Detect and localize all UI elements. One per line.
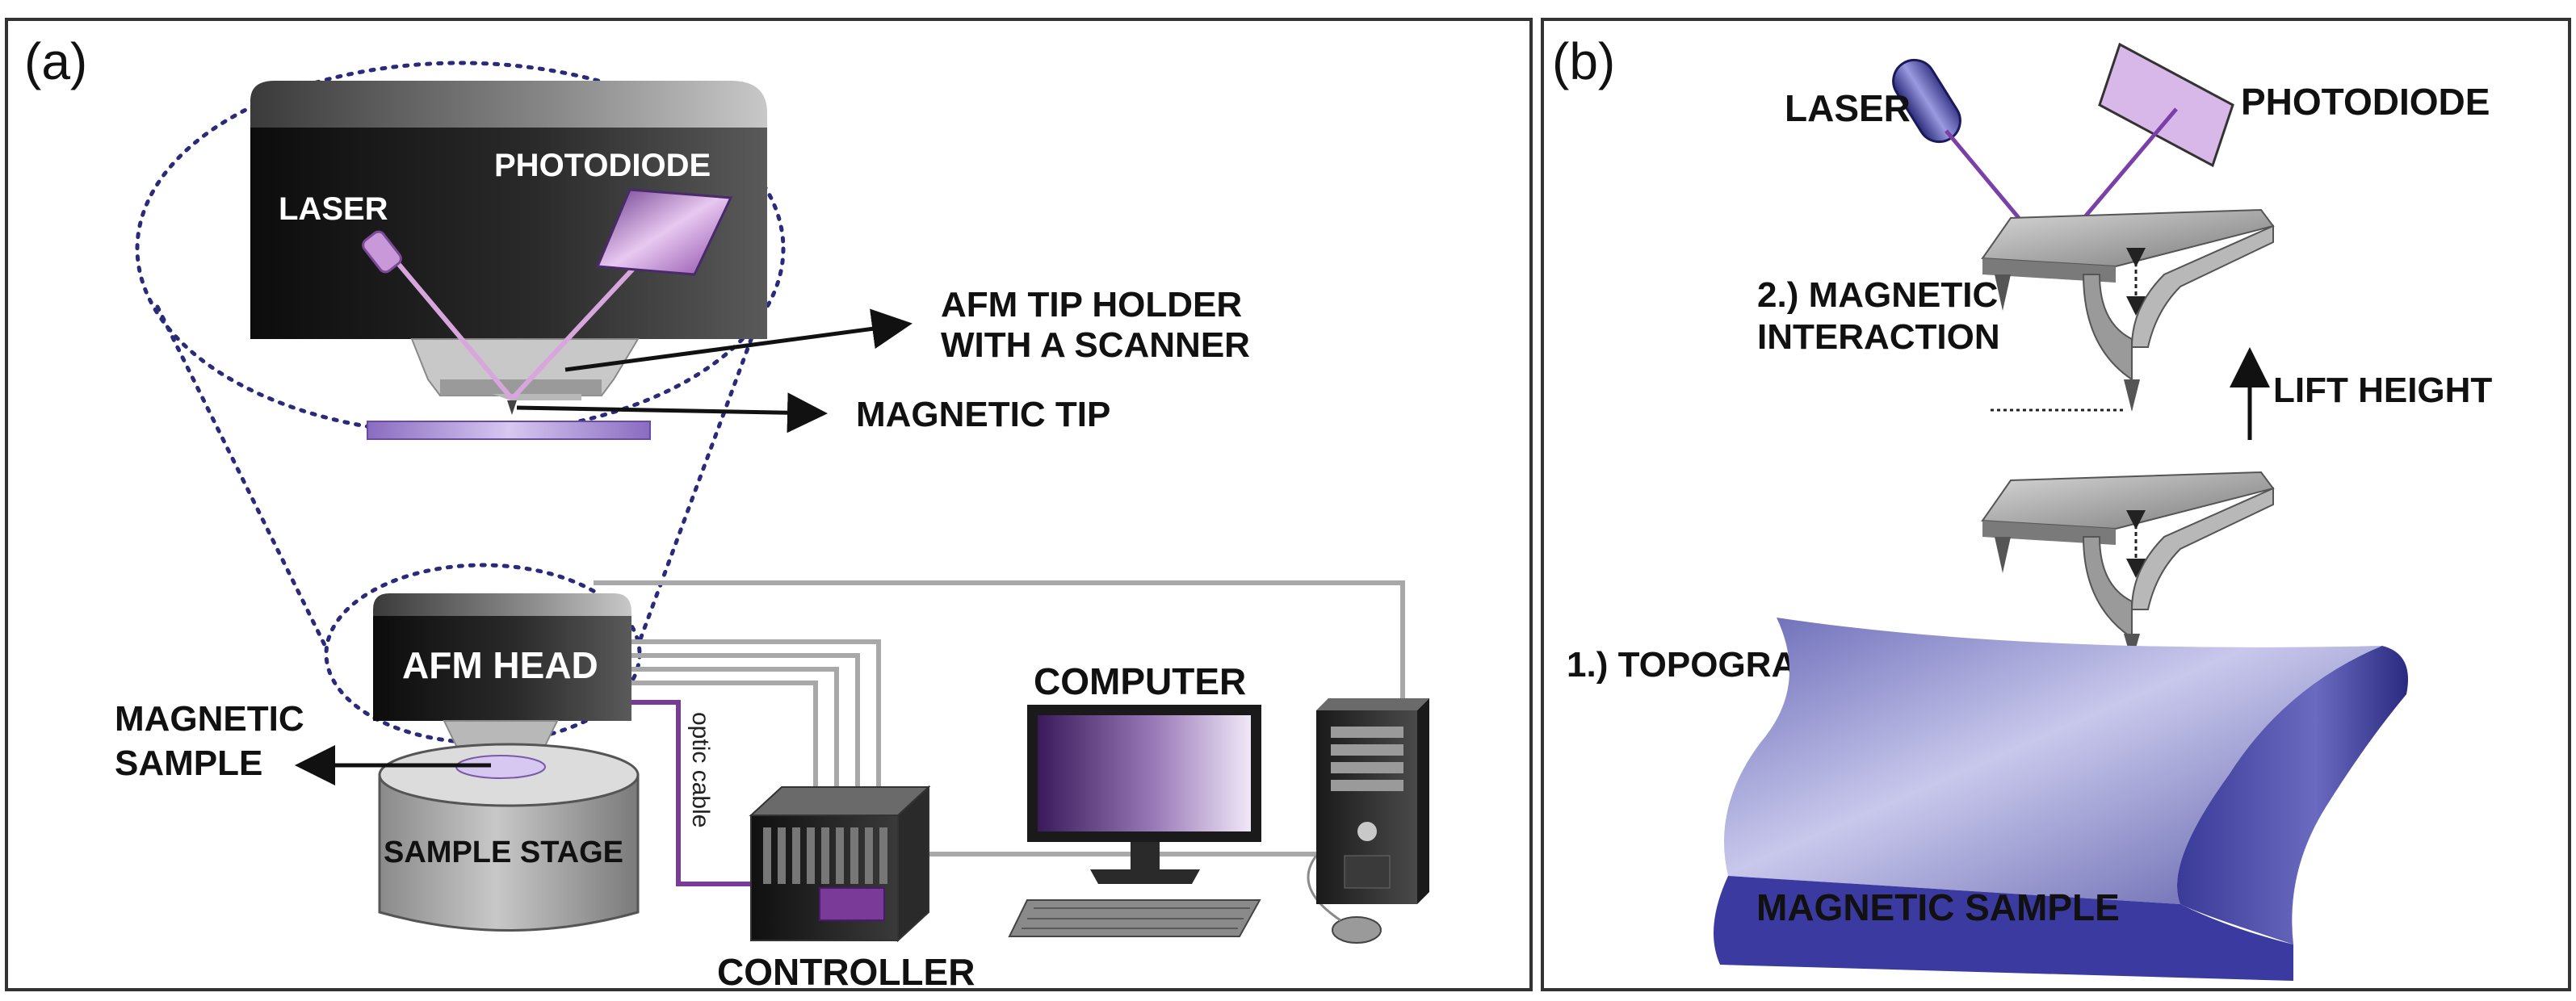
mouse xyxy=(1332,916,1382,944)
afm-head: AFM HEAD xyxy=(373,593,631,759)
photodiode-b-label: PHOTODIODE xyxy=(2241,81,2490,123)
sample-stage-label: SAMPLE STAGE xyxy=(384,836,623,869)
magnetic-sample-b-label: MAGNETIC SAMPLE xyxy=(1756,886,2120,928)
head-photodiode-label: PHOTODIODE xyxy=(494,148,711,183)
cantilever-upper xyxy=(1981,208,2275,412)
panel-a: (a) LASER PHOTODIODE AFM TIP HOLDER xyxy=(5,18,1533,993)
tip-holder-label-line2: WITH A SCANNER xyxy=(941,325,1250,365)
magnetic-tip-arrow xyxy=(516,392,828,433)
optic-cable xyxy=(631,700,751,886)
panel-b: (b) LASER PHOTODIODE 2.) MAGNETIC INTERA… xyxy=(1541,18,2571,991)
panel-a-label: (a) xyxy=(24,32,87,90)
magnetic-tip-label: MAGNETIC TIP xyxy=(856,395,1110,434)
computer-label: COMPUTER xyxy=(1034,660,1246,702)
cables xyxy=(594,580,1405,857)
magnetic-tip-zoom xyxy=(507,400,517,415)
afm-head-zoom: LASER PHOTODIODE xyxy=(250,81,767,440)
magnetic-interaction-line1: 2.) MAGNETIC xyxy=(1757,275,1998,315)
afm-head-label: AFM HEAD xyxy=(402,644,598,686)
sample-side-right xyxy=(2177,646,2408,944)
photodiode-b xyxy=(2098,42,2234,168)
laser-icon xyxy=(362,230,402,274)
sample-stage: SAMPLE STAGE xyxy=(378,743,640,932)
controller: CONTROLLER xyxy=(717,785,975,993)
zoom-connector-right xyxy=(636,304,766,648)
magnetic-interaction-line2: INTERACTION xyxy=(1757,317,2000,357)
optic-cable-label: optic cable xyxy=(687,712,714,827)
monitor-screen xyxy=(1038,715,1251,831)
cantilever-lower xyxy=(1981,471,2275,662)
magnetic-sample-block: MAGNETIC SAMPLE xyxy=(1714,618,2408,981)
tip-holder-arrow xyxy=(564,308,913,372)
head-laser-label: LASER xyxy=(279,191,388,227)
tower xyxy=(1316,698,1429,904)
lift-height-label: LIFT HEIGHT xyxy=(2273,371,2492,410)
photodiode-icon xyxy=(595,188,733,276)
tip-holder-label-line1: AFM TIP HOLDER xyxy=(941,285,1242,325)
controller-label: CONTROLLER xyxy=(717,951,975,993)
magnetic-sample-label-line2: SAMPLE xyxy=(115,743,262,783)
laser-b-label: LASER xyxy=(1785,87,1911,129)
computer: COMPUTER xyxy=(1008,660,1429,944)
zoom-connector-left xyxy=(155,304,329,652)
magnetic-sample-label-line1: MAGNETIC xyxy=(115,699,304,739)
panel-b-label: (b) xyxy=(1552,32,1615,90)
sample-side-front xyxy=(1714,876,2293,981)
afm-head-zoom-top xyxy=(250,81,767,129)
sample-top-surface xyxy=(1724,618,2382,904)
sample-plate-zoom xyxy=(367,421,651,440)
laser-beam-in xyxy=(381,245,514,400)
